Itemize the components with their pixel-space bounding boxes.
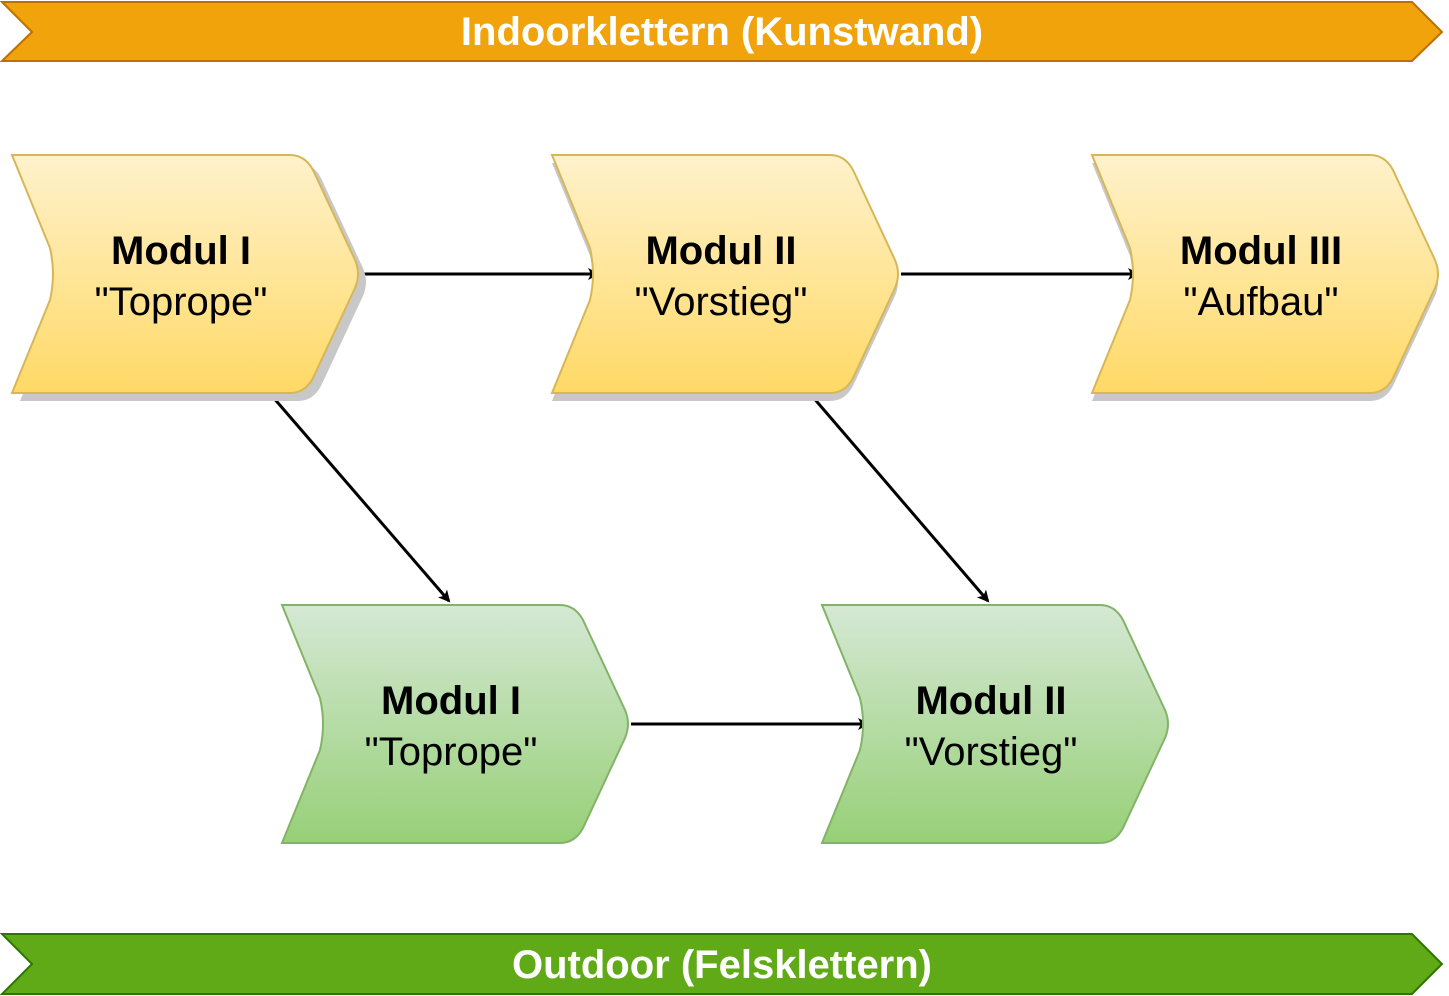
node-subtitle: "Aufbau" (1183, 280, 1338, 324)
node-title: Modul III (1180, 229, 1342, 273)
node-shape (10, 154, 359, 394)
node-shape (820, 604, 1169, 844)
node-title: Modul II (645, 229, 796, 273)
node-subtitle: "Vorstieg" (635, 280, 808, 324)
indoor-banner-shape (0, 1, 1444, 62)
edges (270, 268, 1140, 730)
outdoor-banner-shape (0, 933, 1444, 995)
node-shape (550, 154, 899, 394)
outdoor-banner-label: Outdoor (Felsklettern) (512, 943, 932, 987)
node-indoor-modul-3[interactable]: Modul III "Aufbau" (1090, 154, 1439, 401)
node-outdoor-modul-1[interactable]: Modul I "Toprope" (280, 604, 629, 844)
node-title: Modul I (381, 679, 521, 723)
indoor-banner: Indoorklettern (Kunstwand) (0, 1, 1444, 62)
node-subtitle: "Vorstieg" (905, 730, 1078, 774)
node-indoor-modul-2[interactable]: Modul II "Vorstieg" (550, 154, 899, 401)
node-shape (280, 604, 629, 844)
node-indoor-modul-1[interactable]: Modul I "Toprope" (10, 154, 366, 401)
node-subtitle: "Toprope" (365, 730, 538, 774)
outdoor-banner: Outdoor (Felsklettern) (0, 933, 1444, 995)
node-shape (1090, 154, 1439, 394)
node-outdoor-modul-2[interactable]: Modul II "Vorstieg" (820, 604, 1169, 844)
edge-indoor2-outdoor2 (810, 395, 990, 603)
node-title: Modul I (111, 229, 251, 273)
edge-indoor1-outdoor1 (270, 395, 451, 603)
node-subtitle: "Toprope" (95, 280, 268, 324)
node-title: Modul II (915, 679, 1066, 723)
indoor-banner-label: Indoorklettern (Kunstwand) (461, 10, 983, 54)
